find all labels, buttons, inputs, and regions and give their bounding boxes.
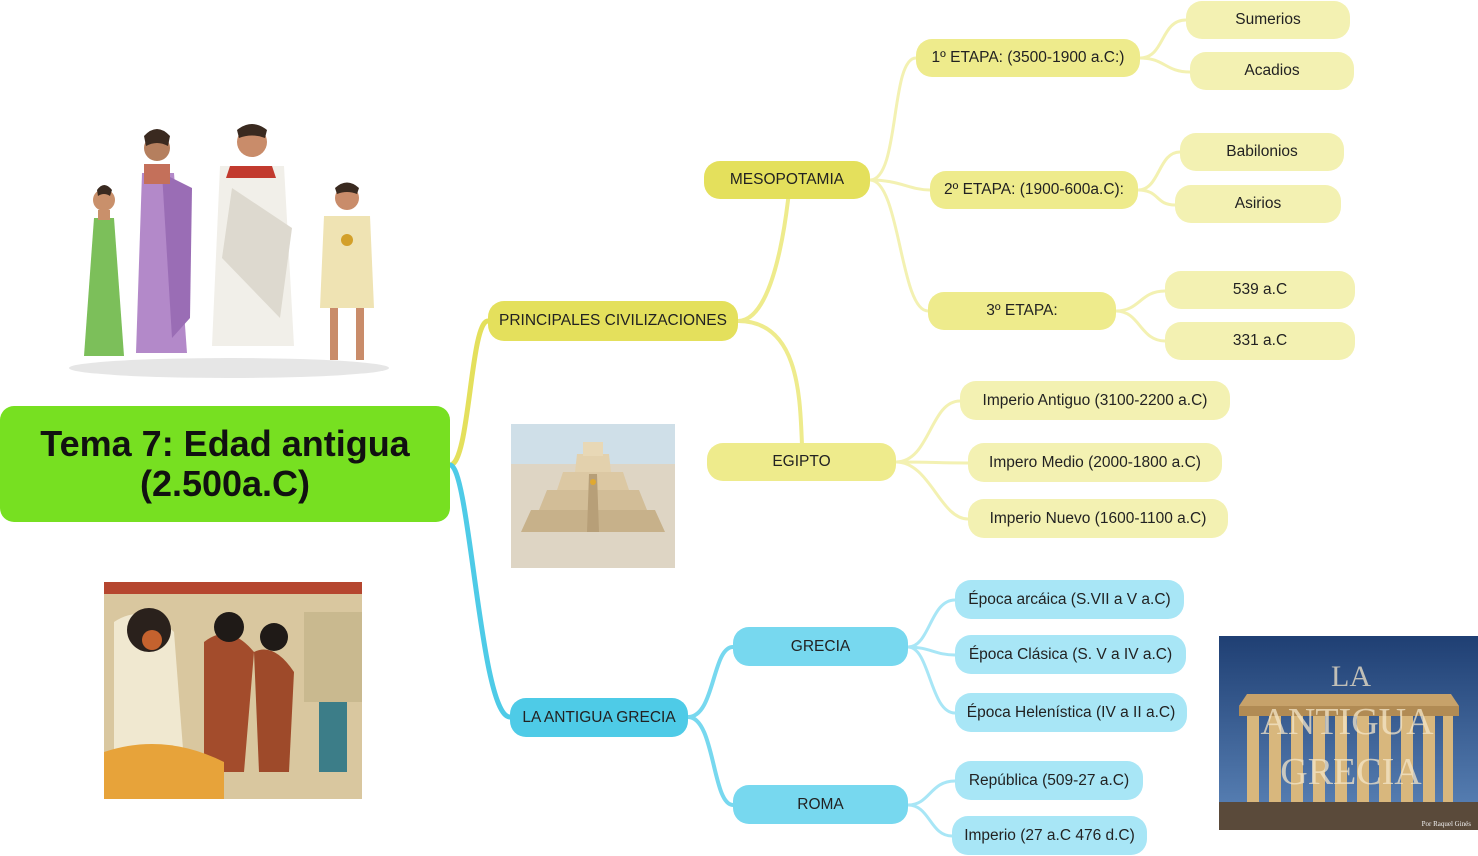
node-la-antigua-grecia[interactable]: LA ANTIGUA GRECIA	[510, 698, 688, 737]
node-asirios[interactable]: Asirios	[1175, 185, 1341, 223]
egyptian-wall-painting	[104, 582, 362, 799]
ziggurat-illustration	[511, 424, 675, 568]
node-etapa-1[interactable]: 1º ETAPA: (3500-1900 a.C:)	[916, 39, 1140, 77]
node-egipto[interactable]: EGIPTO	[707, 443, 896, 481]
node-etapa-3[interactable]: 3º ETAPA:	[928, 292, 1116, 330]
node-539-ac[interactable]: 539 a.C	[1165, 271, 1355, 309]
node-331-ac[interactable]: 331 a.C	[1165, 322, 1355, 360]
node-acadios[interactable]: Acadios	[1190, 52, 1354, 90]
acropolis-credit: Por Raquel Ginés	[1422, 820, 1472, 828]
node-imperio-roma[interactable]: Imperio (27 a.C 476 d.C)	[952, 816, 1147, 855]
node-epoca-arcaica[interactable]: Época arcáica (S.VII a V a.C)	[955, 580, 1184, 619]
node-imperio-nuevo[interactable]: Imperio Nuevo (1600-1100 a.C)	[968, 499, 1228, 538]
root-topic[interactable]: Tema 7: Edad antigua (2.500a.C)	[0, 406, 450, 522]
roman-family-illustration	[62, 118, 396, 380]
node-roma[interactable]: ROMA	[733, 785, 908, 824]
node-imperio-medio[interactable]: Impero Medio (2000-1800 a.C)	[968, 443, 1222, 482]
node-babilonios[interactable]: Babilonios	[1180, 133, 1344, 171]
root-title-line2: (2.500a.C)	[139, 463, 311, 504]
node-mesopotamia[interactable]: MESOPOTAMIA	[704, 161, 870, 199]
acropolis-caption-line3: GRECIA	[1280, 751, 1422, 793]
node-grecia[interactable]: GRECIA	[733, 627, 908, 666]
node-principales-civilizaciones[interactable]: PRINCIPALES CIVILIZACIONES	[488, 301, 738, 341]
acropolis-image: LA ANTIGUA GRECIA Por Raquel Ginés	[1219, 636, 1478, 830]
acropolis-caption-line1: LA	[1331, 660, 1371, 693]
node-sumerios[interactable]: Sumerios	[1186, 1, 1350, 39]
node-epoca-helenistica[interactable]: Época Helenística (IV a II a.C)	[955, 693, 1187, 732]
node-epoca-clasica[interactable]: Época Clásica (S. V a IV a.C)	[955, 635, 1186, 674]
root-title-line1: Tema 7: Edad antigua	[40, 423, 410, 464]
acropolis-caption-line2: ANTIGUA	[1260, 701, 1434, 743]
node-republica[interactable]: República (509-27 a.C)	[955, 761, 1143, 800]
node-imperio-antiguo[interactable]: Imperio Antiguo (3100-2200 a.C)	[960, 381, 1230, 420]
node-etapa-2[interactable]: 2º ETAPA: (1900-600a.C):	[930, 171, 1138, 209]
